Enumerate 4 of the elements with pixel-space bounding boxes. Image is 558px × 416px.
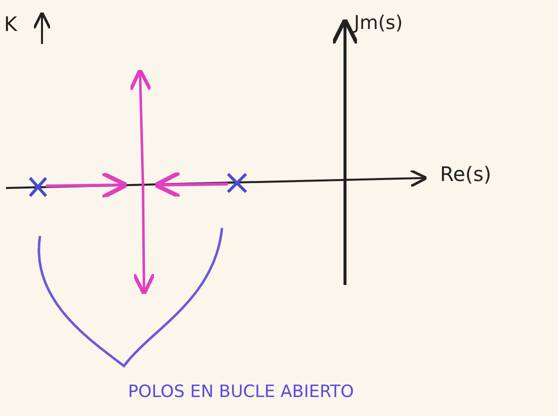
caption-text: POLOS EN BUCLE ABIERTO (128, 382, 354, 402)
axis-label: K (4, 12, 18, 36)
axis-label: Re(s) (440, 162, 492, 186)
axis-label: Jm(s) (354, 12, 403, 34)
